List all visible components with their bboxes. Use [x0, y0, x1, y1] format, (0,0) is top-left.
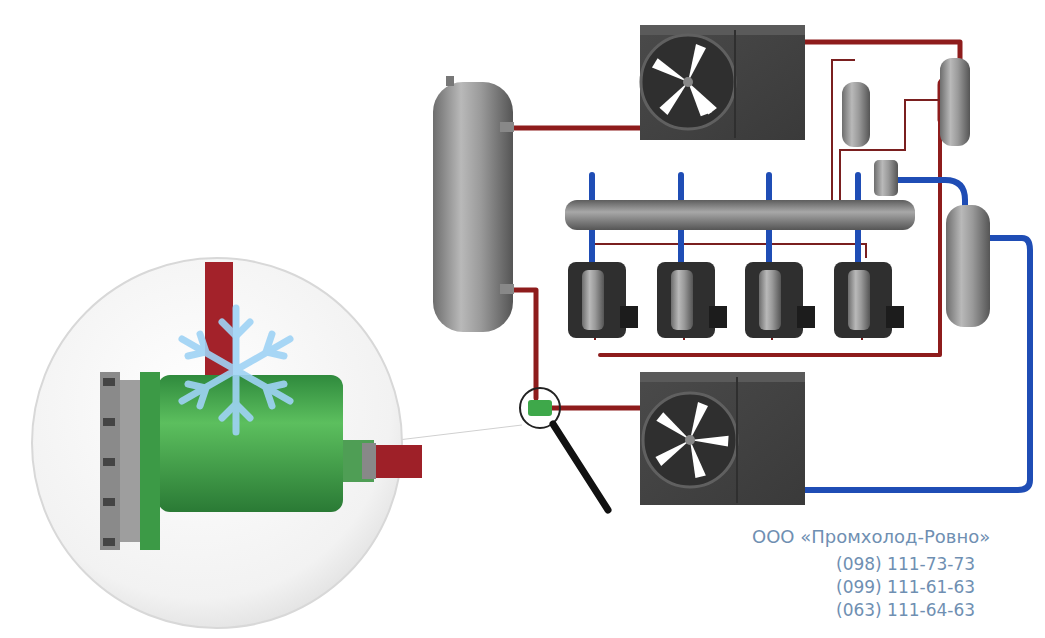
suction-manifold	[565, 200, 915, 230]
zoom-leader	[398, 425, 522, 440]
phone-number: (099) 111-61-63	[836, 577, 975, 597]
compressor	[834, 262, 904, 338]
compressor	[657, 262, 727, 338]
filter-drier-small	[520, 388, 608, 510]
suction-filter	[874, 160, 898, 196]
oil-receiver	[940, 58, 970, 146]
phone-number: (063) 111-64-63	[836, 600, 975, 620]
pipe	[805, 42, 960, 60]
company-name: ООО «Промхолод-Ровно»	[752, 526, 990, 547]
liquid-receiver	[433, 76, 514, 332]
compressor	[568, 262, 638, 338]
condenser-unit	[640, 25, 805, 140]
pipe	[550, 406, 640, 411]
zoom-lens	[32, 258, 422, 628]
phone-number: (098) 111-73-73	[836, 554, 975, 574]
condenser-unit	[640, 372, 805, 505]
oil-separator	[842, 82, 870, 147]
pipe	[512, 290, 536, 398]
compressor	[745, 262, 815, 338]
suction-accumulator	[946, 205, 990, 327]
pipe	[512, 126, 640, 131]
